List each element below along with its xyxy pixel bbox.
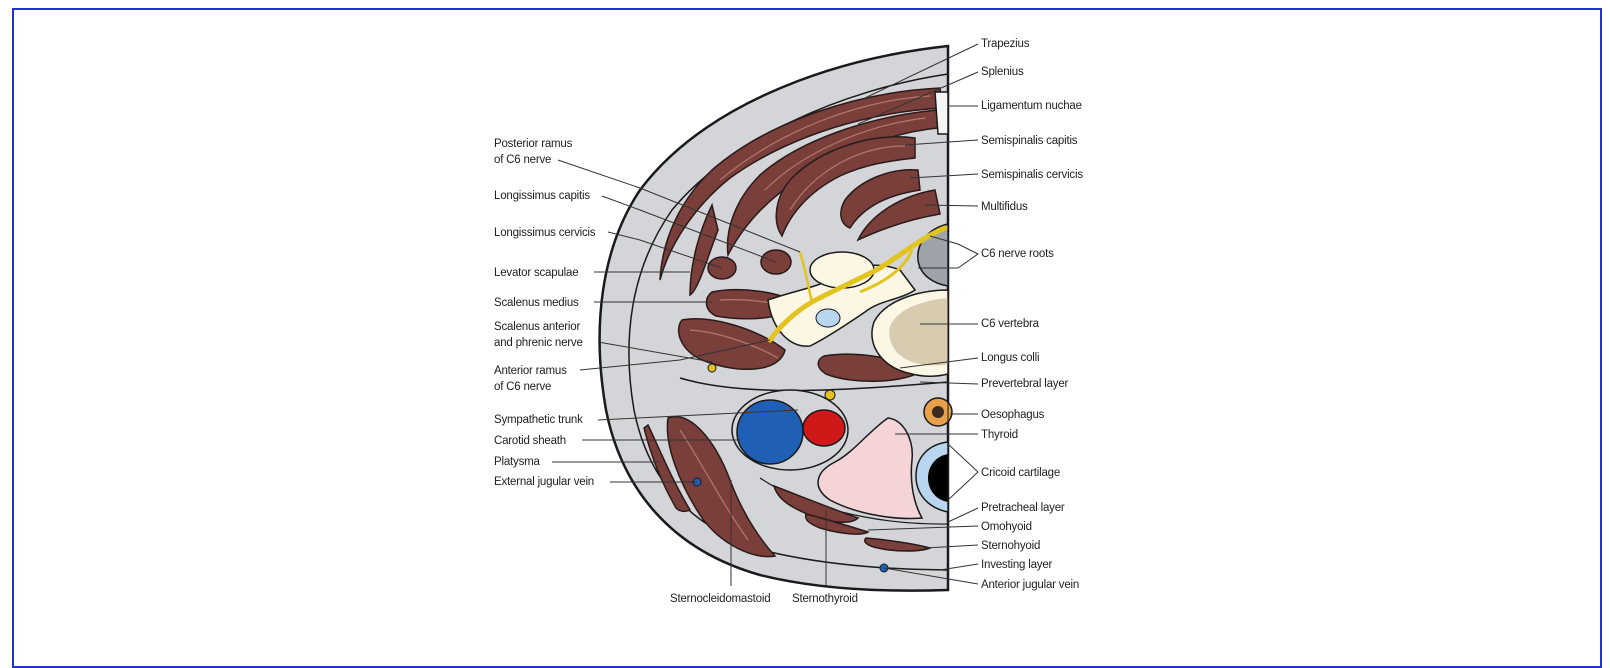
label-anterior-ramus-line1: Anterior ramus xyxy=(494,365,567,377)
label-c6-vertebra: C6 vertebra xyxy=(981,318,1040,330)
label-pretracheal-layer: Pretracheal layer xyxy=(981,502,1065,514)
label-longissimus-cervicis: Longissimus cervicis xyxy=(494,227,596,239)
label-multifidus: Multifidus xyxy=(981,201,1028,213)
label-prevertebral-layer: Prevertebral layer xyxy=(981,378,1069,390)
label-posterior-ramus-line2: of C6 nerve xyxy=(494,154,551,166)
label-posterior-ramus-line1: Posterior ramus xyxy=(494,138,573,150)
common-carotid-artery xyxy=(803,410,845,446)
label-longus-colli: Longus colli xyxy=(981,352,1039,364)
oesophagus-lumen xyxy=(932,406,944,418)
label-oesophagus: Oesophagus xyxy=(981,409,1045,421)
label-carotid-sheath: Carotid sheath xyxy=(494,435,566,447)
ligamentum-nuchae xyxy=(935,92,948,134)
label-scalenus-anterior-line1: Scalenus anterior xyxy=(494,321,580,333)
label-external-jugular-vein: External jugular vein xyxy=(494,476,594,488)
label-ligamentum-nuchae: Ligamentum nuchae xyxy=(981,100,1082,112)
label-anterior-jugular-vein: Anterior jugular vein xyxy=(981,579,1079,591)
c6-spinous-region xyxy=(810,252,874,288)
internal-jugular-vein xyxy=(737,400,803,464)
label-semispinalis-capitis: Semispinalis capitis xyxy=(981,135,1078,147)
phrenic-nerve-dot xyxy=(708,364,716,372)
label-longissimus-capitis: Longissimus capitis xyxy=(494,190,590,202)
label-splenius: Splenius xyxy=(981,66,1024,78)
label-thyroid: Thyroid xyxy=(981,429,1018,441)
label-sympathetic-trunk: Sympathetic trunk xyxy=(494,414,583,426)
label-cricoid-cartilage: Cricoid cartilage xyxy=(981,467,1060,479)
label-omohyoid: Omohyoid xyxy=(981,521,1032,533)
label-semispinalis-cervicis: Semispinalis cervicis xyxy=(981,169,1083,181)
label-anterior-ramus-line2: of C6 nerve xyxy=(494,381,551,393)
neck-cross-section-diagram: Trapezius Splenius Ligamentum nuchae Sem… xyxy=(0,0,1610,637)
label-platysma: Platysma xyxy=(494,456,540,468)
label-scalenus-anterior-line2: and phrenic nerve xyxy=(494,337,583,349)
label-sternothyroid: Sternothyroid xyxy=(792,593,858,605)
label-trapezius: Trapezius xyxy=(981,38,1030,50)
label-scalenus-medius: Scalenus medius xyxy=(494,297,579,309)
label-levator-scapulae: Levator scapulae xyxy=(494,267,578,279)
label-sternohyoid: Sternohyoid xyxy=(981,540,1040,552)
vertebral-foramen xyxy=(816,309,840,327)
label-c6-nerve-roots: C6 nerve roots xyxy=(981,248,1054,260)
label-investing-layer: Investing layer xyxy=(981,559,1053,571)
label-sternocleidomastoid: Sternocleidomastoid xyxy=(670,593,770,605)
